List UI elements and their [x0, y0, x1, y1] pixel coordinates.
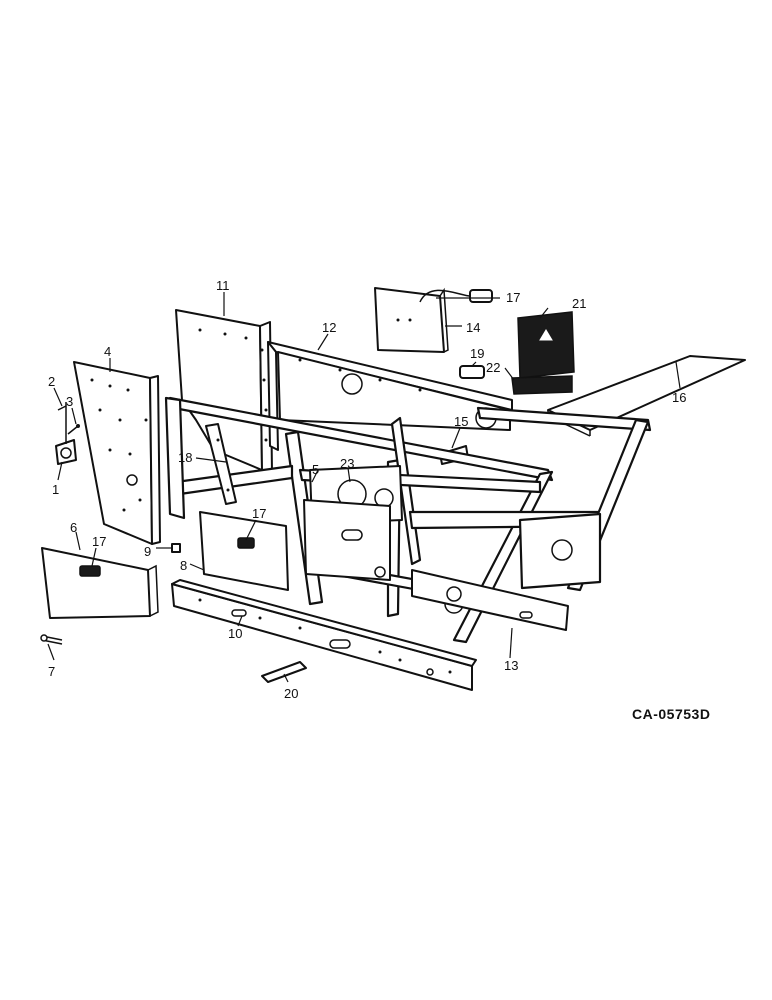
callout-21: 21: [572, 296, 586, 311]
callout-15: 15: [454, 414, 468, 429]
part-20-strap: [261, 661, 307, 683]
callout-9: 9: [144, 544, 151, 559]
callout-7: 7: [48, 664, 55, 679]
callout-23: 23: [340, 456, 354, 471]
drawing-code: CA-05753D: [632, 706, 711, 722]
callout-17-left: 17: [92, 534, 106, 549]
callout-14: 14: [466, 320, 480, 335]
callouts: 1 2 3 4 5 6 7 8 9 10 11 12 13 14 15 16 1…: [48, 278, 686, 701]
callout-22: 22: [486, 360, 500, 375]
callout-3: 3: [66, 394, 73, 409]
callout-13: 13: [504, 658, 518, 673]
part-22-strip: [511, 375, 573, 395]
part-14-panel: [374, 287, 449, 353]
part-6-lower-panel: [41, 547, 159, 619]
part-8-door-panel: [199, 511, 289, 591]
part-4-side-panel: [73, 361, 161, 545]
callout-12: 12: [322, 320, 336, 335]
callout-17-middle: 17: [252, 506, 266, 521]
part-10-channel: [171, 579, 477, 691]
part-2-pin: [57, 402, 67, 444]
callout-2: 2: [48, 374, 55, 389]
callout-19: 19: [470, 346, 484, 361]
callout-1: 1: [52, 482, 59, 497]
part-9-clip: [171, 543, 181, 553]
leader-lines: [47, 292, 681, 683]
part-21-plate: [517, 311, 575, 379]
part-19-plate: [459, 365, 485, 379]
callout-5: 5: [312, 462, 319, 477]
callout-6: 6: [70, 520, 77, 535]
callout-11: 11: [216, 278, 230, 293]
part-3-bolt: [67, 424, 80, 435]
callout-8: 8: [180, 558, 187, 573]
part-17-top-plate: [419, 289, 493, 303]
callout-17-top: 17: [506, 290, 520, 305]
callout-20: 20: [284, 686, 298, 701]
callout-10: 10: [228, 626, 242, 641]
callout-4: 4: [104, 344, 111, 359]
callout-16: 16: [672, 390, 686, 405]
part-13-channel: [411, 569, 569, 631]
part-18-bracket: [205, 423, 237, 505]
part-7-bolt: [40, 634, 63, 645]
callout-18: 18: [178, 450, 192, 465]
part-1-latch: [55, 439, 77, 465]
